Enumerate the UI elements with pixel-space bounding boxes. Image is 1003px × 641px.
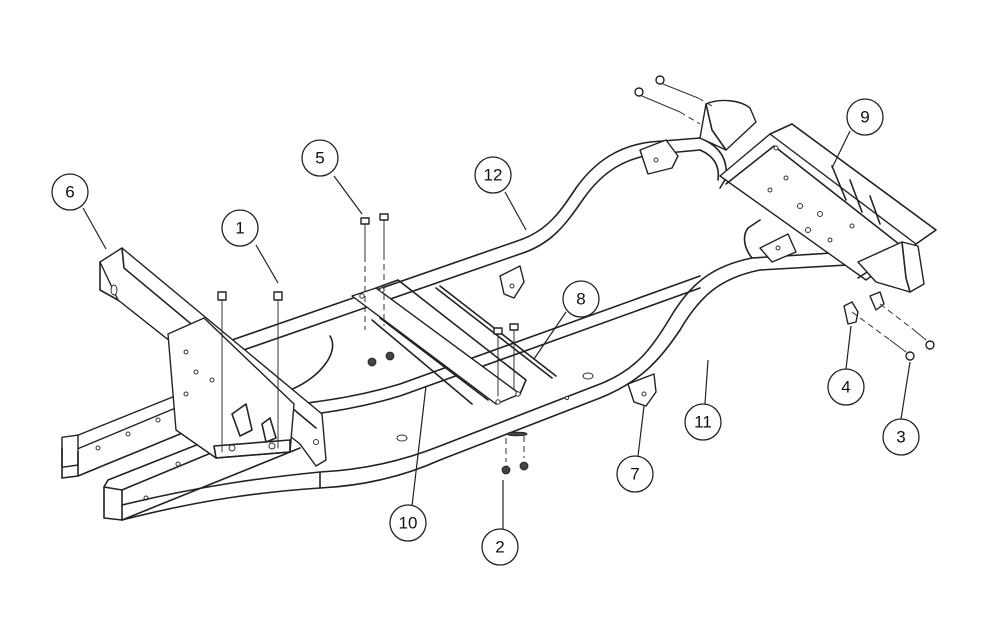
rear-bracket-left bbox=[639, 139, 679, 175]
callout-3: 3 bbox=[882, 418, 920, 456]
leader-6 bbox=[82, 207, 107, 250]
rear-bolt-lower bbox=[851, 311, 915, 361]
rear-deck-plate bbox=[719, 123, 937, 281]
callout-4-label: 4 bbox=[841, 378, 850, 397]
leader-11 bbox=[704, 359, 709, 405]
center-nut-right bbox=[385, 351, 395, 361]
leader-4 bbox=[845, 325, 852, 370]
callout-6-label: 6 bbox=[65, 183, 74, 202]
center-nut-left bbox=[367, 357, 377, 367]
leader-lines bbox=[82, 130, 911, 529]
callout-9: 9 bbox=[846, 98, 884, 136]
callout-10-label: 10 bbox=[399, 514, 418, 533]
callout-2: 2 bbox=[481, 528, 519, 566]
rear-bumper-lower bbox=[857, 241, 925, 293]
rear-clip-left bbox=[843, 301, 859, 325]
rear-bracket-right bbox=[759, 233, 797, 263]
callout-8-label: 8 bbox=[576, 290, 585, 309]
callout-7-label: 7 bbox=[630, 465, 639, 484]
callout-11-label: 11 bbox=[694, 413, 712, 432]
center-bolt-left bbox=[360, 217, 370, 330]
callout-5: 5 bbox=[301, 139, 339, 177]
callout-12-label: 12 bbox=[484, 166, 503, 185]
leader-7 bbox=[637, 405, 645, 457]
callout-8: 8 bbox=[562, 280, 600, 318]
bottom-nut-left bbox=[501, 438, 511, 475]
callout-4: 4 bbox=[827, 368, 865, 406]
rear-cross-bolt-left bbox=[493, 327, 503, 397]
callout-7: 7 bbox=[616, 455, 654, 493]
callout-3-label: 3 bbox=[896, 428, 905, 447]
leader-1 bbox=[255, 244, 279, 284]
leader-5 bbox=[333, 175, 363, 215]
rear-bolt-upper bbox=[879, 303, 935, 350]
callout-12: 12 bbox=[474, 156, 512, 194]
callout-1: 1 bbox=[221, 209, 259, 247]
leader-9 bbox=[831, 130, 851, 169]
cross-member bbox=[351, 279, 527, 405]
callout-11: 11 bbox=[684, 403, 722, 441]
front-bracket-assembly bbox=[99, 247, 327, 467]
callout-10: 10 bbox=[389, 504, 427, 542]
callout-6: 6 bbox=[51, 173, 89, 211]
mount-tab-upper bbox=[499, 265, 525, 299]
bottom-nut-right bbox=[519, 436, 529, 471]
rear-clip-right bbox=[869, 291, 885, 311]
callout-2-label: 2 bbox=[495, 538, 504, 557]
front-bolt-left bbox=[217, 291, 227, 453]
side-rail-outer bbox=[121, 249, 901, 521]
callout-1-label: 1 bbox=[235, 219, 244, 238]
rear-bumper-upper bbox=[699, 99, 757, 151]
callout-5-label: 5 bbox=[315, 149, 324, 168]
rear-top-bolt-left bbox=[634, 87, 701, 125]
front-bolt-right bbox=[273, 291, 283, 449]
callout-9-label: 9 bbox=[860, 108, 869, 127]
leader-8 bbox=[533, 311, 567, 360]
frame-assembly bbox=[61, 99, 937, 521]
leader-10 bbox=[411, 385, 427, 507]
center-bolt-right bbox=[379, 213, 389, 326]
leader-12 bbox=[504, 191, 527, 231]
rear-cross-bolt-right bbox=[509, 323, 519, 391]
rear-top-bolt-right bbox=[655, 75, 713, 107]
mount-tab-lower bbox=[627, 373, 657, 407]
leader-3 bbox=[900, 361, 911, 420]
